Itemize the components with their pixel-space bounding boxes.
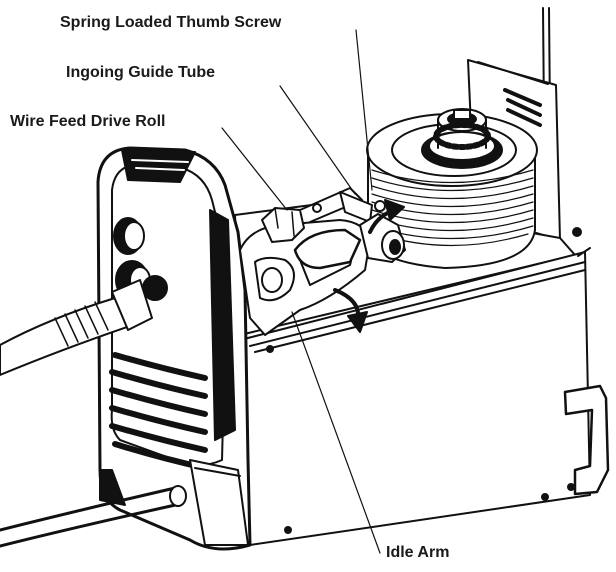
ground-cable	[0, 485, 187, 548]
label-idle-arm: Idle Arm	[386, 544, 450, 561]
wire-feed-mechanism	[239, 187, 406, 336]
label-spring-loaded-thumb-screw: Spring Loaded Thumb Screw	[60, 14, 282, 31]
label-ingoing-guide-tube: Ingoing Guide Tube	[66, 64, 216, 81]
wire-spool	[366, 108, 538, 269]
torch-hose	[0, 279, 153, 376]
label-wire-feed-drive-roll: Wire Feed Drive Roll	[10, 113, 166, 130]
callout-leaders	[221, 29, 381, 554]
motion-arrows	[333, 199, 405, 333]
right-foot	[563, 384, 610, 496]
